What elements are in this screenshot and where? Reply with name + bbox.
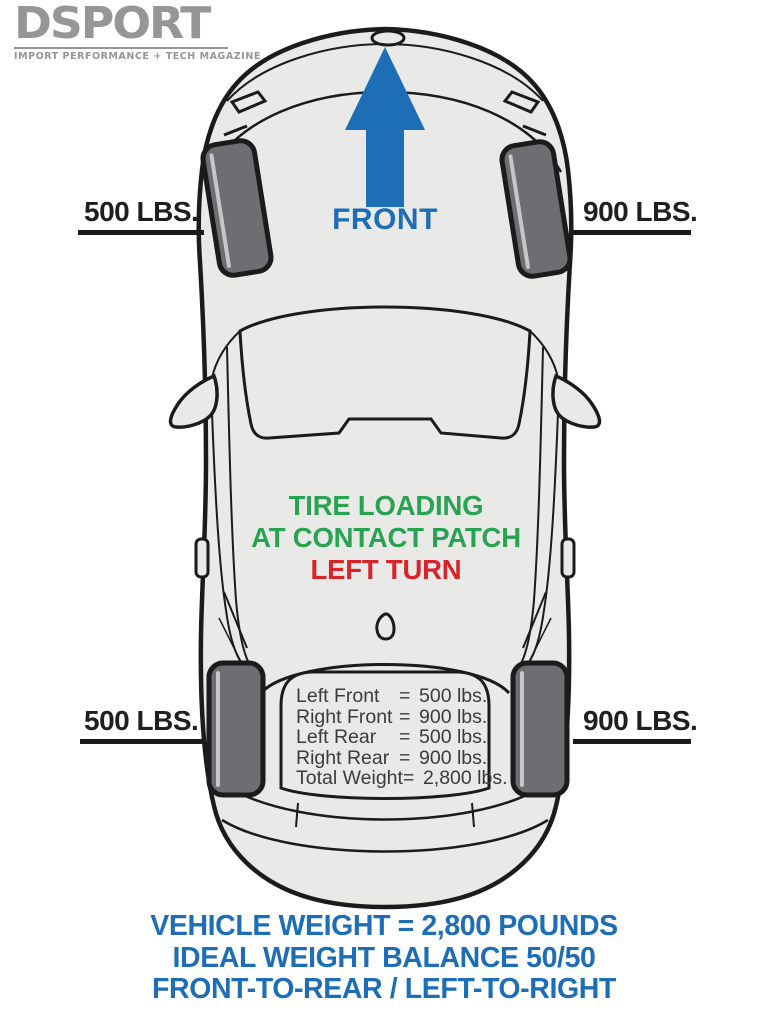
fender-vent-right (522, 124, 547, 137)
a-pillar-right (529, 330, 559, 379)
taillight-seam-right (471, 802, 475, 828)
weight-label-front-right: 900 LBS. (583, 196, 698, 227)
tire-loading-caption: TIRE LOADING AT CONTACT PATCH LEFT TURN (251, 490, 521, 586)
table-row: Right Rear = 900 lbs. (296, 746, 508, 769)
rear-deck-line (229, 786, 541, 821)
logo-tagline: IMPORT PERFORMANCE + TECH MAGAZINE (14, 47, 260, 62)
a-pillar-left (211, 330, 241, 379)
windshield (238, 305, 532, 440)
rear-window-line (259, 663, 511, 695)
fender-vent-left (223, 124, 248, 137)
dsport-logo: DSPORT IMPORT PERFORMANCE + TECH MAGAZIN… (14, 2, 260, 62)
summary-line-3: FRONT-TO-REAR / LEFT-TO-RIGHT (152, 973, 616, 1005)
row-value: 900 lbs. (419, 705, 488, 728)
door-handle-right (560, 537, 576, 579)
logo-title: DSPORT (14, 0, 211, 49)
side-mirror-left (168, 373, 219, 429)
side-window-right-inner (518, 346, 544, 668)
lead-line-rear-left (80, 739, 204, 744)
tire-rear-right (510, 660, 570, 798)
row-label: Right Rear (296, 746, 390, 769)
tire-rear-left (206, 660, 266, 798)
vehicle-weight-summary: VEHICLE WEIGHT = 2,800 POUNDS IDEAL WEIG… (150, 910, 618, 1006)
quarter-line-left-1 (223, 591, 248, 649)
front-arrow-icon (345, 47, 425, 207)
lead-line-front-right (573, 230, 691, 235)
lead-line-rear-right (573, 739, 691, 744)
row-equals: = (402, 767, 415, 789)
side-window-left-inner (226, 346, 252, 668)
headlight-right (502, 90, 541, 114)
weight-table: Left Front = 500 lbs. Right Front = 900 … (296, 686, 508, 789)
tire-front-right (499, 139, 573, 279)
row-equals: = (399, 746, 411, 769)
lead-line-front-left (78, 230, 204, 235)
row-value: 900 lbs. (419, 746, 488, 769)
row-label: Left Rear (296, 726, 377, 748)
antenna-fin (375, 612, 396, 641)
quarter-line-right-1 (522, 591, 547, 649)
table-row: Left Rear = 500 lbs. (296, 727, 508, 748)
row-equals: = (399, 685, 411, 707)
front-label: FRONT (332, 203, 438, 236)
row-equals: = (399, 726, 411, 748)
weight-label-rear-right: 900 LBS. (583, 705, 698, 736)
headlight-left (229, 90, 268, 114)
caption-line-3: LEFT TURN (310, 554, 462, 585)
front-badge (370, 29, 406, 47)
row-label: Total Weight (296, 767, 403, 789)
summary-line-2: IDEAL WEIGHT BALANCE 50/50 (172, 941, 596, 974)
door-handle-left (194, 537, 210, 579)
caption-line-1: TIRE LOADING (288, 490, 484, 521)
side-mirror-right (551, 373, 602, 429)
rear-bumper-line (221, 818, 549, 853)
row-label: Right Front (296, 705, 393, 728)
quarter-line-right-2 (528, 617, 552, 663)
weight-label-front-left: 500 LBS. (84, 196, 199, 227)
row-label: Left Front (296, 685, 380, 707)
table-row: Total Weight = 2,800 lbs. (296, 768, 508, 789)
table-row: Left Front = 500 lbs. (296, 686, 508, 707)
weight-label-rear-left: 500 LBS. (84, 705, 199, 736)
trunk-outline (279, 670, 491, 800)
row-value: 2,800 lbs. (422, 767, 508, 789)
row-value: 500 lbs. (419, 685, 488, 707)
table-row: Right Front = 900 lbs. (296, 705, 508, 728)
summary-line-1: VEHICLE WEIGHT = 2,800 POUNDS (150, 910, 618, 942)
row-value: 500 lbs. (419, 726, 488, 748)
quarter-line-left-2 (218, 617, 242, 663)
row-equals: = (399, 705, 411, 728)
caption-line-2: AT CONTACT PATCH (251, 522, 521, 553)
tire-front-left (200, 138, 274, 278)
taillight-seam-left (295, 802, 299, 828)
